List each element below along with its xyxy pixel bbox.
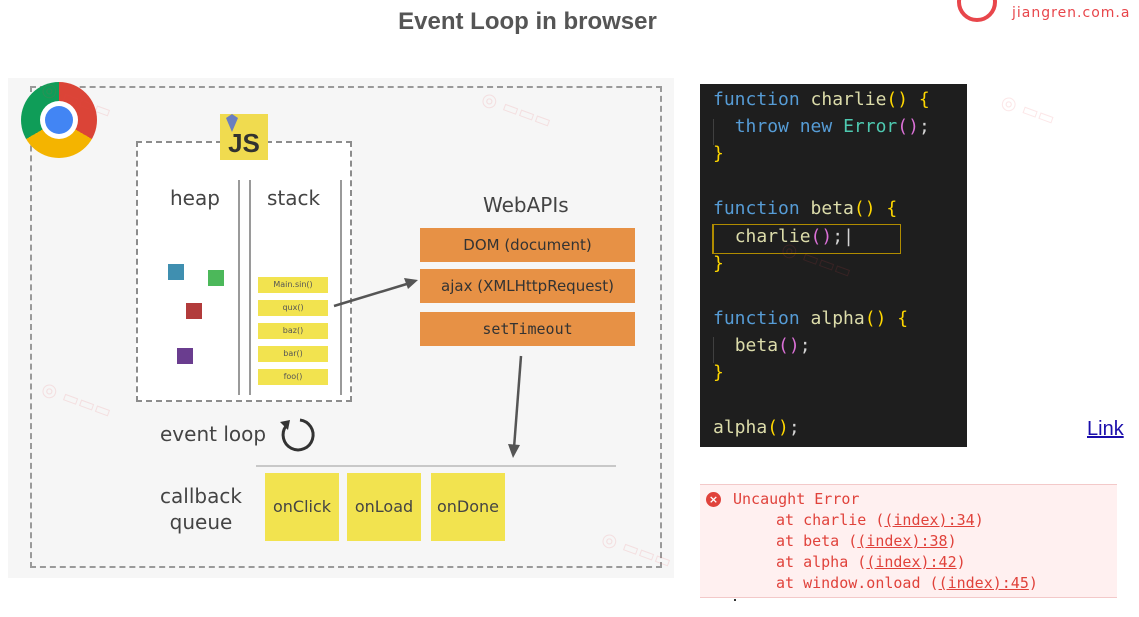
code-punct: () { bbox=[864, 308, 909, 329]
webapis-label: WebAPIs bbox=[483, 193, 569, 217]
trace-link[interactable]: (index):42 bbox=[866, 553, 957, 571]
heap-object bbox=[168, 264, 184, 280]
heap-object bbox=[186, 303, 202, 319]
code-identifier: alpha bbox=[810, 308, 865, 329]
v8-node-icon bbox=[226, 114, 238, 132]
error-title: Uncaught Error bbox=[733, 490, 860, 508]
page-title: Event Loop in browser bbox=[398, 8, 657, 35]
keyword: function bbox=[713, 198, 800, 219]
trace-text: at charlie ( bbox=[776, 511, 885, 529]
stack-frame: qux() bbox=[258, 300, 328, 316]
chrome-icon-ring bbox=[40, 101, 78, 139]
callback-onclick: onClick bbox=[265, 473, 339, 541]
code-line: function alpha() { bbox=[713, 308, 908, 329]
trace-text: ) bbox=[947, 532, 957, 550]
code-identifier: beta bbox=[810, 198, 854, 219]
brand-logo[interactable]: jiangren.com.a bbox=[955, 0, 1139, 30]
error-icon: × bbox=[706, 492, 721, 507]
heap-label: heap bbox=[170, 186, 220, 210]
code-punct: () bbox=[778, 335, 800, 356]
code-line: throw new Error(); bbox=[734, 116, 930, 137]
trace-text: ) bbox=[974, 511, 984, 529]
loop-arrow-icon bbox=[280, 418, 315, 452]
code-identifier: beta bbox=[734, 335, 779, 356]
callback-onload: onLoad bbox=[347, 473, 421, 541]
code-line: function beta() { bbox=[713, 198, 897, 219]
webapi-settimeout: setTimeout bbox=[420, 312, 635, 346]
keyword: throw new bbox=[734, 116, 833, 137]
heap-column bbox=[153, 180, 240, 395]
code-punct: () { bbox=[886, 89, 930, 110]
stack-label: stack bbox=[267, 186, 321, 210]
callback-ondone: onDone bbox=[431, 473, 505, 541]
code-identifier: Error bbox=[843, 116, 898, 137]
code-identifier: charlie bbox=[734, 226, 811, 247]
webapi-ajax: ajax (XMLHttpRequest) bbox=[420, 269, 635, 303]
code-identifier: charlie bbox=[810, 89, 887, 110]
trace-link[interactable]: (index):38 bbox=[857, 532, 948, 550]
chrome-icon-core bbox=[45, 106, 73, 134]
code-punct: () bbox=[767, 417, 789, 438]
keyword: function bbox=[713, 89, 800, 110]
code-line: } bbox=[713, 143, 724, 164]
code-punct: () bbox=[897, 116, 919, 137]
stray-dot bbox=[734, 599, 736, 601]
trace-text: at alpha ( bbox=[776, 553, 867, 571]
code-punct: () bbox=[810, 226, 833, 247]
trace-link[interactable]: (index):45 bbox=[938, 574, 1029, 592]
logo-mark-icon bbox=[957, 0, 997, 22]
indent-guide bbox=[713, 337, 714, 363]
code-line: beta(); bbox=[734, 335, 811, 356]
stack-frame: baz() bbox=[258, 323, 328, 339]
code-identifier: alpha bbox=[713, 417, 768, 438]
trace-text: at window.onload ( bbox=[776, 574, 939, 592]
heap-object bbox=[177, 348, 193, 364]
stack-trace-line: at beta ((index):38) bbox=[776, 532, 957, 550]
watermark-icon: ◎ ▭▭ bbox=[998, 91, 1058, 130]
indent-guide bbox=[713, 119, 714, 145]
logo-text: jiangren.com.a bbox=[1012, 5, 1131, 21]
queue-divider bbox=[256, 465, 616, 467]
trace-text: at beta ( bbox=[776, 532, 858, 550]
heap-object bbox=[208, 270, 224, 286]
callback-queue-label: callback queue bbox=[160, 484, 242, 534]
stack-frame: Main.sin() bbox=[258, 277, 328, 293]
stack-trace-line: at alpha ((index):42) bbox=[776, 553, 966, 571]
stack-column bbox=[249, 180, 342, 395]
code-line: } bbox=[713, 253, 724, 274]
link[interactable]: Link bbox=[1087, 418, 1124, 440]
code-editor[interactable]: function charlie() { throw new Error(); … bbox=[700, 84, 967, 447]
browser-boundary bbox=[30, 86, 662, 568]
code-line: charlie();| bbox=[734, 226, 854, 247]
event-loop-label: event loop bbox=[160, 422, 267, 446]
code-line: function charlie() { bbox=[713, 89, 930, 110]
code-punct: } bbox=[713, 253, 724, 274]
event-loop-diagram: JS heap stack Main.sin() qux() baz() bar… bbox=[8, 78, 674, 578]
code-punct: } bbox=[713, 143, 724, 164]
stack-trace-line: at window.onload ((index):45) bbox=[776, 574, 1038, 592]
code-punct: () { bbox=[853, 198, 898, 219]
trace-text: ) bbox=[1028, 574, 1038, 592]
webapi-dom: DOM (document) bbox=[420, 228, 635, 262]
flow-arrows bbox=[333, 278, 523, 458]
error-console: × Uncaught Error at charlie ((index):34)… bbox=[700, 484, 1117, 598]
stack-frame: foo() bbox=[258, 369, 328, 385]
code-line: } bbox=[713, 362, 724, 383]
stack-frame: bar() bbox=[258, 346, 328, 362]
trace-link[interactable]: (index):34 bbox=[884, 511, 975, 529]
code-punct: } bbox=[713, 362, 724, 383]
code-line: alpha(); bbox=[713, 417, 800, 438]
keyword: function bbox=[713, 308, 800, 329]
trace-text: ) bbox=[956, 553, 966, 571]
current-line-highlight bbox=[712, 224, 901, 254]
chrome-icon bbox=[21, 82, 97, 158]
stack-trace-line: at charlie ((index):34) bbox=[776, 511, 984, 529]
